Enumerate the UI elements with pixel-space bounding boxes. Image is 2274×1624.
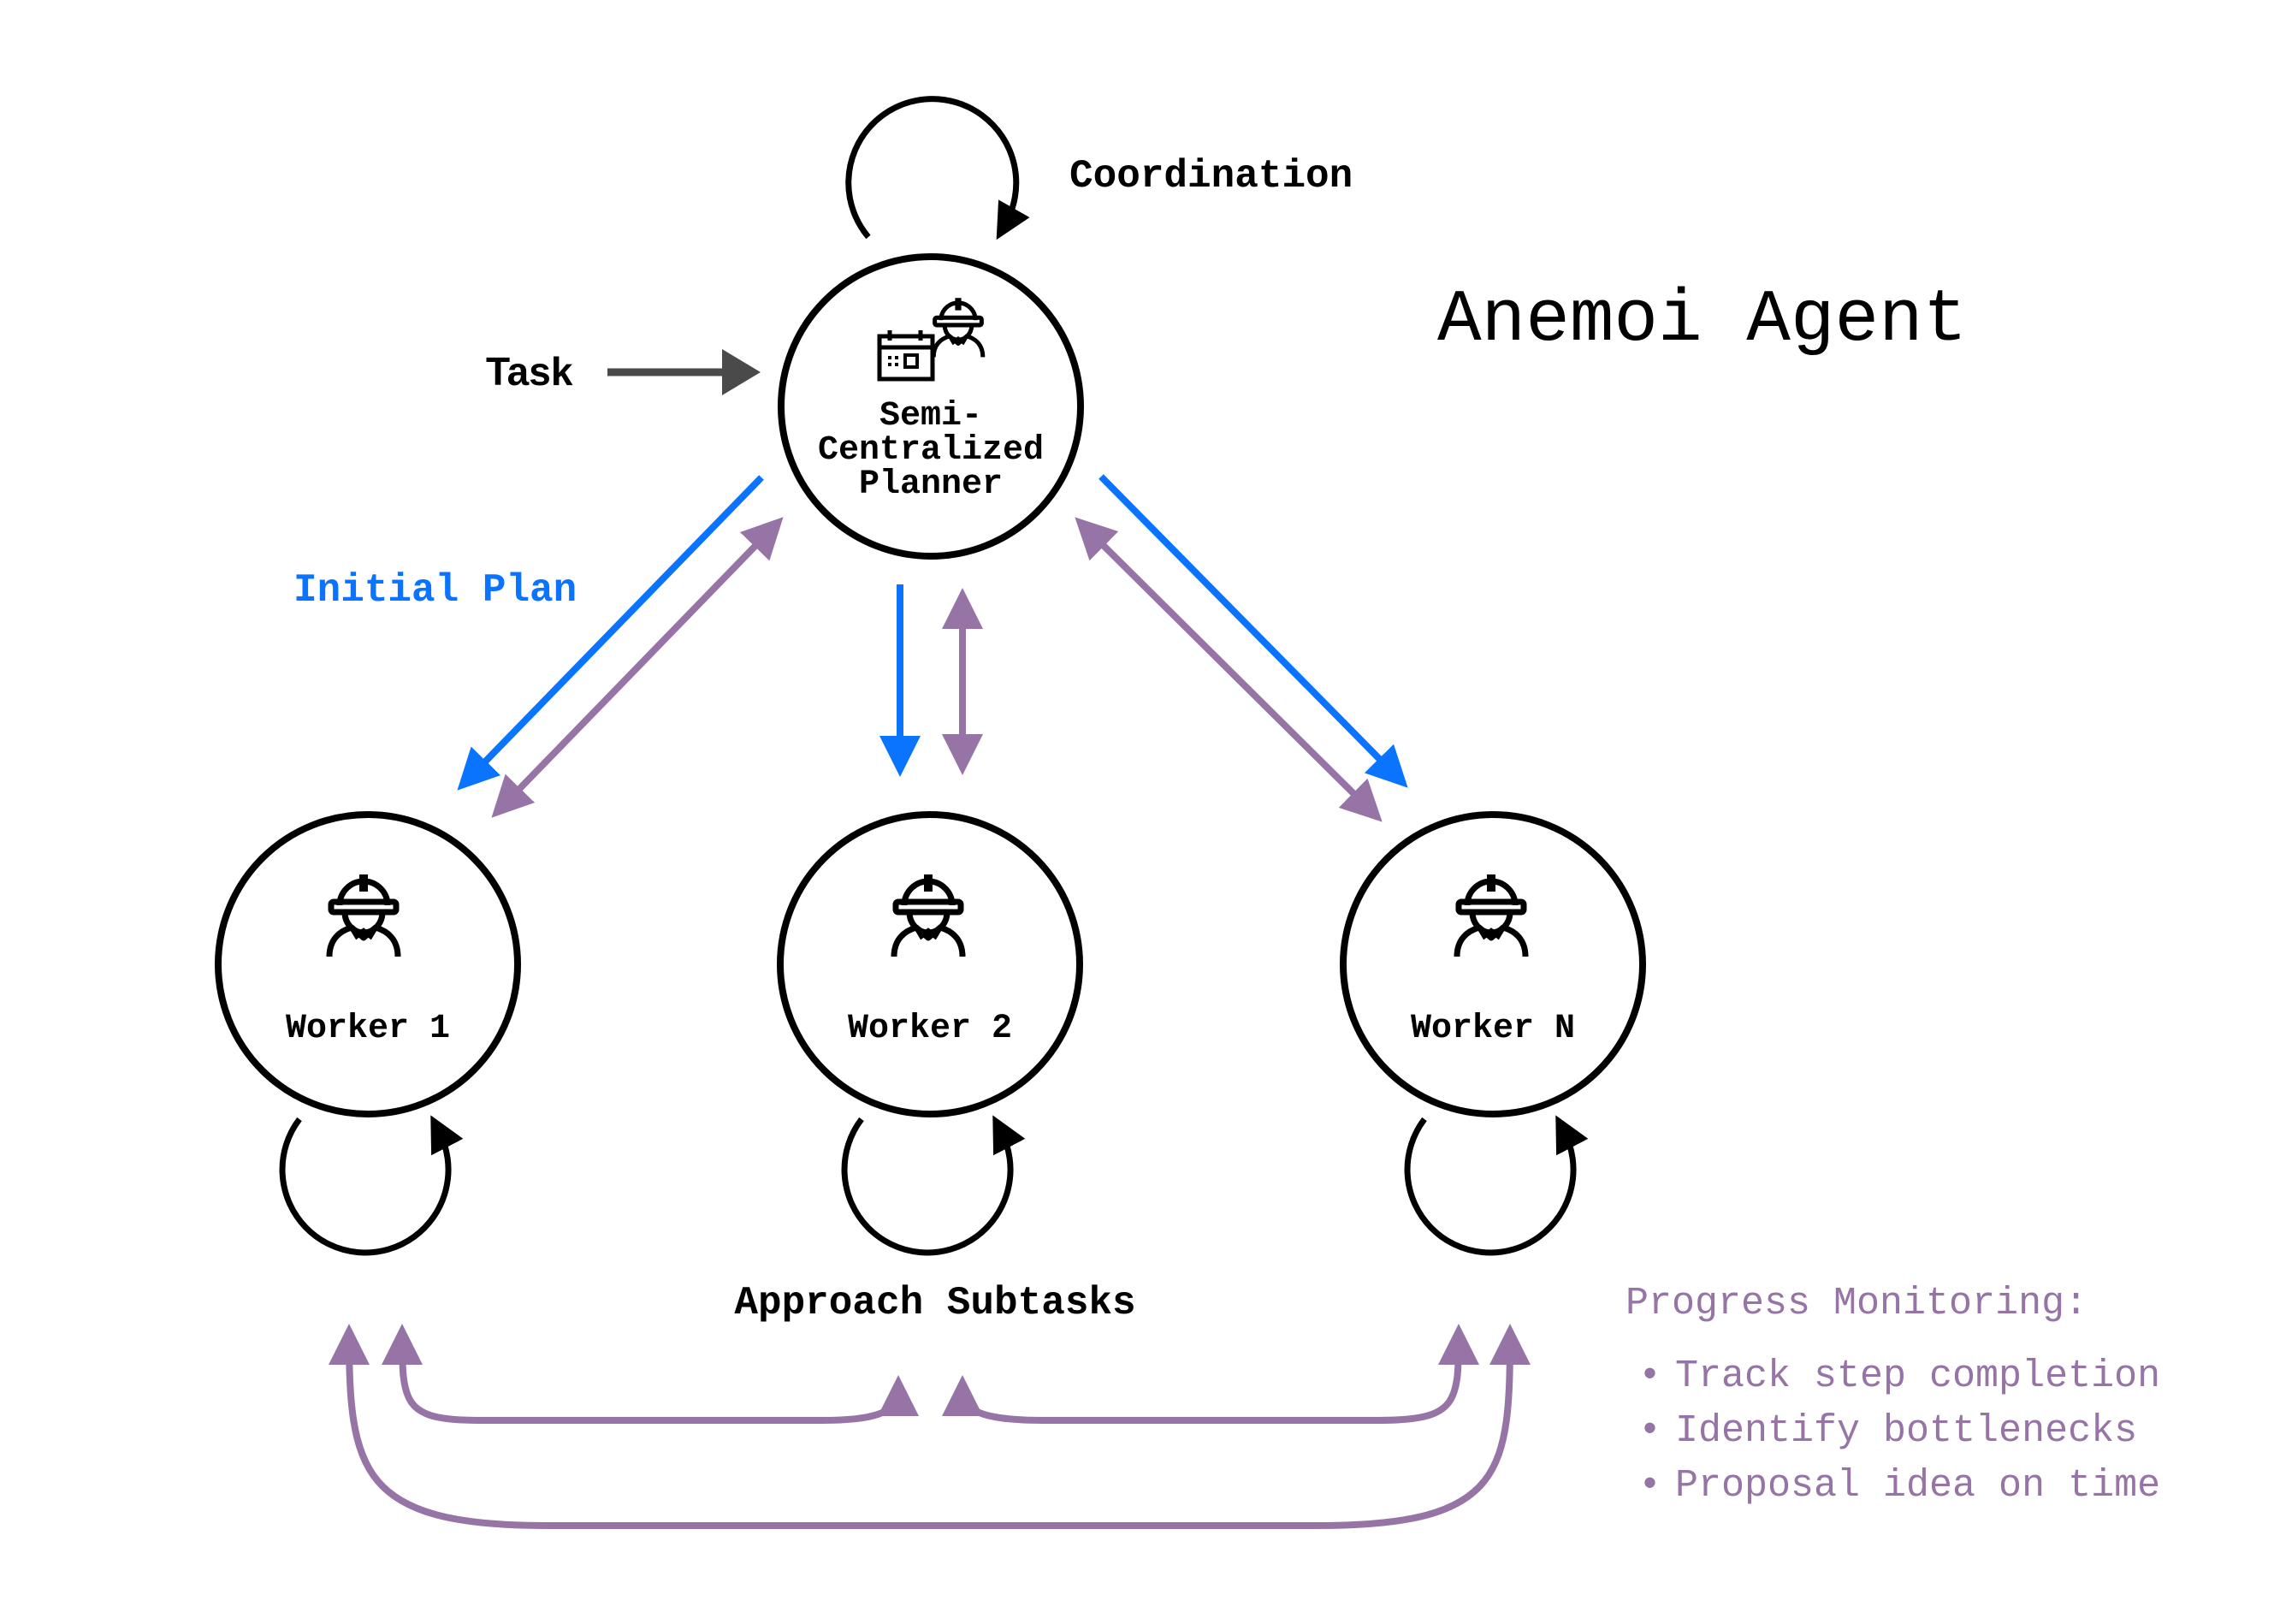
monitoring-bullet-3: • (1638, 1464, 1661, 1508)
monitoring-bullet-2: • (1638, 1409, 1661, 1453)
plan-arrow-worker-n (1099, 474, 1408, 788)
worker-2-circle (777, 811, 1083, 1117)
worker-1-circle (215, 811, 521, 1117)
monitoring-item-3: Proposal idea on time (1675, 1464, 2160, 1508)
approach-subtasks-label: Approach Subtasks (734, 1281, 1135, 1325)
diagram-title: Anemoi Agent (1437, 278, 1967, 362)
peer-arrow-1-2 (382, 1324, 919, 1424)
worker-node-1[interactable]: Worker 1 (215, 811, 521, 1117)
progress-monitoring-heading: Progress Monitoring: (1626, 1282, 2087, 1325)
worker-n-circle (1340, 811, 1646, 1117)
progress-monitoring-panel: Progress Monitoring: • Track step comple… (1626, 1282, 2160, 1508)
monitoring-bullet-1: • (1638, 1354, 1661, 1398)
peer-arrow-1-n (329, 1324, 1531, 1529)
monitoring-item-1: Track step completion (1675, 1354, 2160, 1398)
task-label: Task (486, 349, 573, 394)
peer-arrow-2-n (942, 1324, 1479, 1424)
monitor-arrow-worker-n (1075, 517, 1383, 822)
worker-n-label: Worker N (1411, 1010, 1575, 1048)
planner-label-line-2: Centralized (818, 431, 1044, 470)
planner-label-line-1: Semi- (879, 397, 982, 436)
worker-n-self-loop (1404, 1115, 1589, 1256)
initial-plan-label: Initial Plan (293, 568, 577, 613)
coordination-label: Coordination (1069, 154, 1353, 199)
worker-node-n[interactable]: Worker N (1340, 811, 1646, 1117)
worker-1-self-loop (279, 1115, 464, 1256)
planner-circle (778, 253, 1084, 560)
plan-arrow-worker-1 (457, 475, 764, 791)
monitor-arrow-worker-1 (491, 517, 784, 818)
planner-label-line-3: Planner (859, 465, 1003, 504)
planner-self-loop (845, 96, 1030, 240)
monitoring-item-2: Identify bottlenecks (1675, 1409, 2137, 1453)
worker-1-label: Worker 1 (286, 1010, 450, 1048)
worker-2-self-loop (841, 1115, 1026, 1256)
calendar-icon (877, 330, 935, 382)
worker-node-2[interactable]: Worker 2 (777, 811, 1083, 1117)
worker-2-label: Worker 2 (848, 1010, 1012, 1048)
planner-node[interactable]: Semi- Centralized Planner (778, 253, 1084, 560)
